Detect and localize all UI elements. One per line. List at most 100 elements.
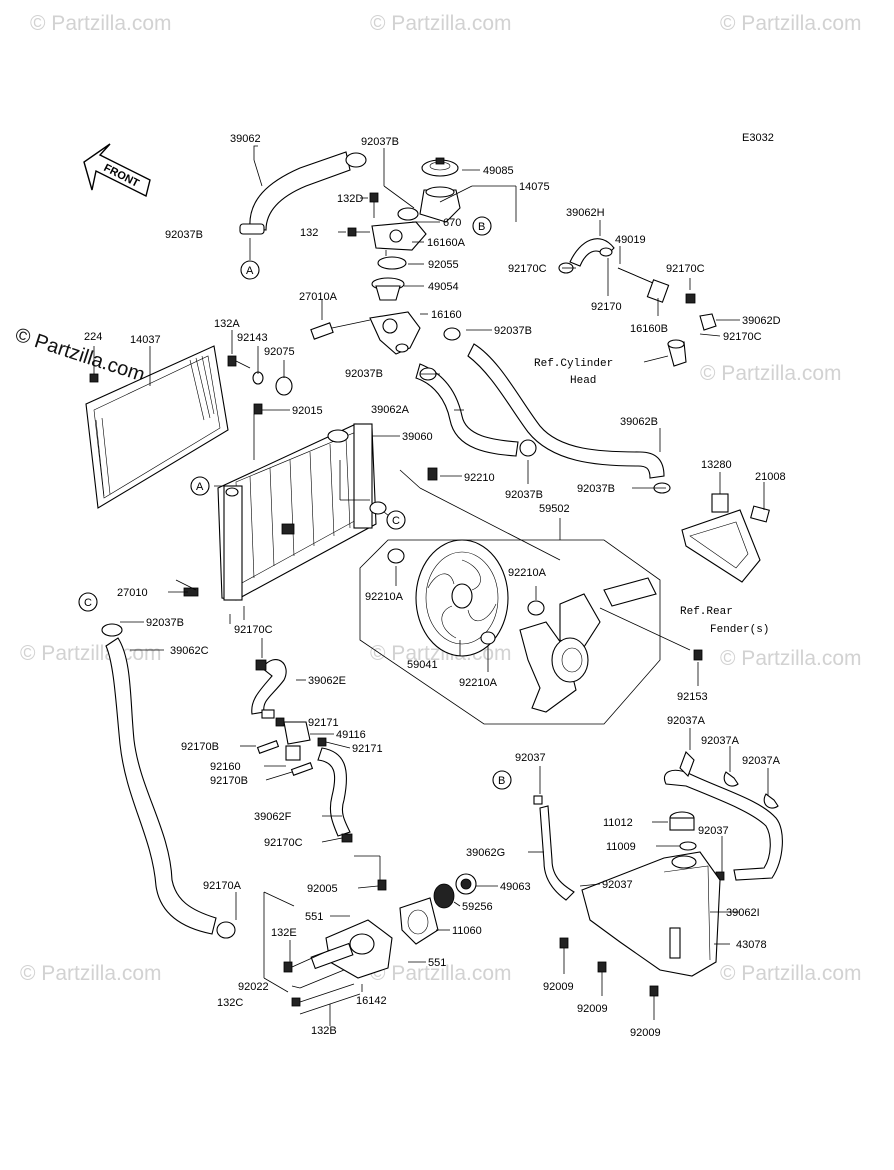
callout-c-label: C (392, 515, 400, 527)
watermark: © Partzilla.com (720, 962, 862, 985)
thermostat-cover-16160a (371, 221, 427, 251)
label-49085: 49085 (483, 165, 514, 177)
callout-a-label: A (246, 265, 254, 277)
fan-connector (603, 577, 657, 607)
label-39062g: 39062G (466, 847, 505, 859)
label-92037a: 92037A (701, 735, 740, 747)
label-59041: 59041 (407, 659, 438, 671)
watermark: © Partzilla.com (30, 12, 172, 35)
label-92037b: 92037B (361, 136, 399, 148)
label-11009: 11009 (606, 841, 636, 853)
label-132a: 132A (214, 318, 240, 330)
label-14037: 14037 (130, 334, 161, 346)
label-92037: 92037 (515, 752, 546, 764)
label-27010a: 27010A (299, 291, 338, 303)
label-49019: 49019 (615, 234, 646, 246)
label-92037a: 92037A (667, 715, 706, 727)
o-ring-670 (397, 207, 419, 221)
bolt-132d (369, 192, 379, 218)
impeller-59256 (433, 883, 455, 909)
label-ref-cylinder-head: Head (570, 375, 596, 387)
cap-gasket-11009 (679, 841, 697, 851)
clamp-92171 (275, 717, 285, 727)
label-92170c: 92170C (508, 263, 547, 275)
rear-fender-ref (681, 509, 761, 583)
radiator-39060 (217, 423, 387, 601)
label-92009: 92009 (543, 981, 574, 993)
label-92160: 92160 (210, 761, 241, 773)
bolt-132c (291, 983, 355, 1007)
label-92170c: 92170C (264, 837, 303, 849)
tank-cap-11012 (669, 811, 695, 831)
label-16142: 16142 (356, 995, 387, 1007)
watermark: © Partzilla.com (700, 362, 842, 385)
label-11060: 11060 (452, 925, 482, 937)
clamps-92037a (679, 751, 779, 809)
label-ref-rear-fender: Ref.Rear (680, 606, 733, 618)
label-92009: 92009 (577, 1003, 608, 1015)
hose-39062a (415, 363, 519, 457)
radiator-cap-49085 (421, 157, 459, 177)
clamp-92171-b (317, 737, 327, 747)
label-92037a: 92037A (742, 755, 781, 767)
damper-92210a (480, 631, 496, 645)
label-92009: 92009 (630, 1027, 661, 1039)
label-670: 670 (443, 217, 461, 229)
water-pump-16142 (310, 919, 393, 979)
relay-13280 (711, 493, 729, 513)
bolt-92009 (649, 985, 659, 997)
watermark-main: © Partzilla.com (12, 324, 147, 387)
label-92170a: 92170A (203, 880, 242, 892)
damper-92210a (527, 600, 545, 616)
label-39062h: 39062H (566, 207, 605, 219)
leader-lines (93, 145, 769, 1026)
label-ref-rear-fender: Fender(s) (710, 624, 769, 636)
radiator-shroud-14037 (85, 345, 229, 509)
clamp-92170a (216, 921, 236, 939)
label-92037b: 92037B (345, 368, 383, 380)
label-92037b: 92037B (146, 617, 184, 629)
label-92170b: 92170B (210, 775, 248, 787)
label-92037b: 92037B (577, 483, 615, 495)
label-39062c: 39062C (170, 645, 209, 657)
grommet-92075 (275, 376, 293, 396)
label-13280: 13280 (701, 459, 732, 471)
clamp-92037b (519, 439, 537, 457)
label-39062a: 39062A (371, 404, 410, 416)
label-132b: 132B (311, 1025, 337, 1037)
label-49116: 49116 (336, 729, 366, 741)
hose-39062f (317, 747, 351, 837)
label-92055: 92055 (428, 259, 459, 271)
label-551: 551 (428, 957, 446, 969)
label-92210a: 92210A (508, 567, 547, 579)
label-132d: 132D (337, 193, 363, 205)
clamp-92170 (599, 247, 613, 257)
callout-b-top: B (472, 216, 492, 236)
label-92170c: 92170C (723, 331, 762, 343)
thermostat-49054 (371, 277, 405, 301)
bolt-92022 (299, 969, 345, 989)
label-27010: 27010 (117, 587, 148, 599)
label-132c: 132C (217, 997, 243, 1009)
bolt-92153 (693, 649, 703, 661)
label-16160b: 16160B (630, 323, 668, 335)
label-49054: 49054 (428, 281, 459, 293)
label-39062i: 39062I (726, 907, 760, 919)
label-551: 551 (305, 911, 323, 923)
label-39062e: 39062E (308, 675, 346, 687)
clamp-92170b (256, 740, 314, 776)
bolt-132a (227, 355, 251, 369)
clamp-92171 (261, 709, 275, 719)
label-43078: 43078 (736, 939, 767, 951)
label-92170c: 92170C (234, 624, 273, 636)
o-ring-92055 (377, 256, 407, 270)
label-92171: 92171 (352, 743, 383, 755)
label-92210a: 92210A (365, 591, 404, 603)
label-16160: 16160 (431, 309, 462, 321)
label-92143: 92143 (237, 332, 268, 344)
bolt-92009 (559, 937, 569, 949)
callout-b-bottom: B (492, 770, 512, 790)
damper-92210a (387, 548, 405, 564)
block-92160 (285, 745, 301, 761)
callout-a-left: A (190, 476, 210, 496)
